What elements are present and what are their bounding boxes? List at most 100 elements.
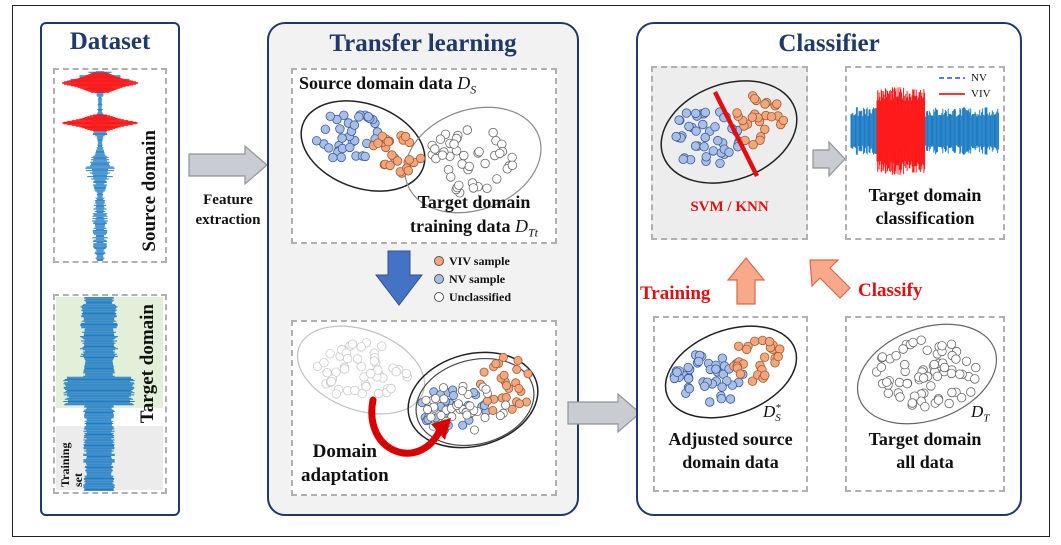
transfer-learning-title: Transfer learning <box>329 30 517 57</box>
viv-point <box>748 139 758 150</box>
svm-scatter <box>660 80 798 184</box>
svm-knn-box: SVM / KNN <box>651 66 808 240</box>
nv-point <box>684 121 694 132</box>
unclassified-point <box>464 161 475 172</box>
target-classification-label: Target domain classification <box>868 185 982 228</box>
unclassified-point <box>426 412 436 422</box>
feature-extraction-arrow <box>188 144 268 186</box>
viv-point <box>759 352 770 362</box>
unclassified-point <box>469 425 479 435</box>
legend-swatch <box>434 256 444 266</box>
nv-point <box>335 124 345 134</box>
unclassified-point <box>421 395 431 405</box>
adaptation-curve <box>368 396 443 457</box>
unclassified-point <box>480 158 490 169</box>
domain-adaptation-label: Domain adaptation <box>301 441 389 486</box>
viv-point <box>514 383 524 393</box>
nv-point <box>700 132 710 143</box>
unclassified-point <box>932 371 943 382</box>
unclassified-point <box>435 134 446 144</box>
faded-point <box>342 353 353 364</box>
unclassified-point <box>422 405 432 415</box>
viv-point <box>498 352 508 362</box>
nv-point <box>678 154 688 165</box>
unclassified-point <box>966 387 976 397</box>
faded-point <box>369 356 380 366</box>
nv-point <box>324 143 334 153</box>
legend-label: VIV sample <box>449 253 510 268</box>
viv-point <box>749 94 760 104</box>
legend-dot <box>434 292 444 302</box>
domain-adaptation-scatter <box>296 325 539 457</box>
viv-point <box>778 115 789 126</box>
adjusted-source-label: Adjusted source domain data <box>668 429 793 472</box>
nv-point <box>684 383 695 394</box>
faded-point <box>366 368 376 379</box>
faded-point <box>347 339 358 349</box>
viv-point <box>499 370 509 380</box>
unclassified-point <box>459 150 469 161</box>
faded-point <box>356 342 366 352</box>
domain-adaptation-box: Domain adaptation <box>291 320 557 496</box>
nv-point <box>722 376 732 386</box>
nv-point <box>698 119 708 130</box>
unclassified-point <box>933 395 944 405</box>
dataset-title: Dataset <box>69 28 151 55</box>
nv-point <box>339 110 349 120</box>
unclassified-point <box>438 383 448 393</box>
target-all-symbol: DT <box>971 402 990 425</box>
unclassified-point <box>449 139 459 149</box>
nv-point <box>683 373 694 384</box>
nv-point <box>681 108 692 118</box>
legend-dot <box>434 274 444 284</box>
faded-point <box>386 383 396 394</box>
nv-point <box>672 367 682 377</box>
viv-point <box>403 166 414 176</box>
nv-point <box>716 393 727 404</box>
target-all-scatter <box>856 323 998 425</box>
viv-point <box>514 399 524 409</box>
source-domain-ellipse <box>300 100 426 192</box>
unclassified-point <box>922 345 932 356</box>
unclassified-point <box>947 387 957 398</box>
unclassified-point <box>916 335 926 345</box>
nv-point <box>700 107 711 118</box>
unclassified-point <box>961 356 972 367</box>
target-domain-ellipse <box>404 106 542 214</box>
legend-viv: VIV <box>937 86 1003 102</box>
unclassified-point <box>462 125 473 135</box>
viv-point <box>507 404 517 414</box>
adjusted-ellipse <box>664 325 798 419</box>
viv-point <box>400 131 411 142</box>
viv-point <box>523 369 533 379</box>
target-training-data-label: Target domain training data DTt <box>409 192 539 240</box>
viv-point <box>491 359 501 369</box>
unclassified-point <box>971 362 981 373</box>
faded-point <box>322 368 332 378</box>
unclassified-point <box>474 147 484 157</box>
nv-point <box>311 136 322 146</box>
viv-point <box>501 381 511 391</box>
unclassified-point <box>951 354 961 364</box>
target-all-data-box: DT Target domain all data <box>845 316 1005 492</box>
unclassified-point <box>462 410 472 420</box>
unclassified-point <box>431 394 441 404</box>
viv-point <box>377 131 388 142</box>
nv-point <box>345 142 355 153</box>
faded-point <box>361 381 371 392</box>
nv-point <box>328 152 338 163</box>
faded-point <box>373 388 384 399</box>
unclassified-point <box>439 394 449 404</box>
source-domain-label: Source domain <box>139 130 160 252</box>
nv-point <box>336 152 347 163</box>
unclassified-point <box>900 359 910 370</box>
faded-point <box>356 362 366 372</box>
unclassified-point <box>457 386 467 396</box>
nv-point <box>691 108 701 119</box>
viv-point <box>479 367 489 377</box>
nv-point <box>320 124 331 135</box>
viv-point <box>766 112 777 122</box>
nv-point <box>724 147 734 158</box>
legend-label: Unclassified <box>449 289 512 304</box>
to-classification-arrow <box>812 140 846 178</box>
